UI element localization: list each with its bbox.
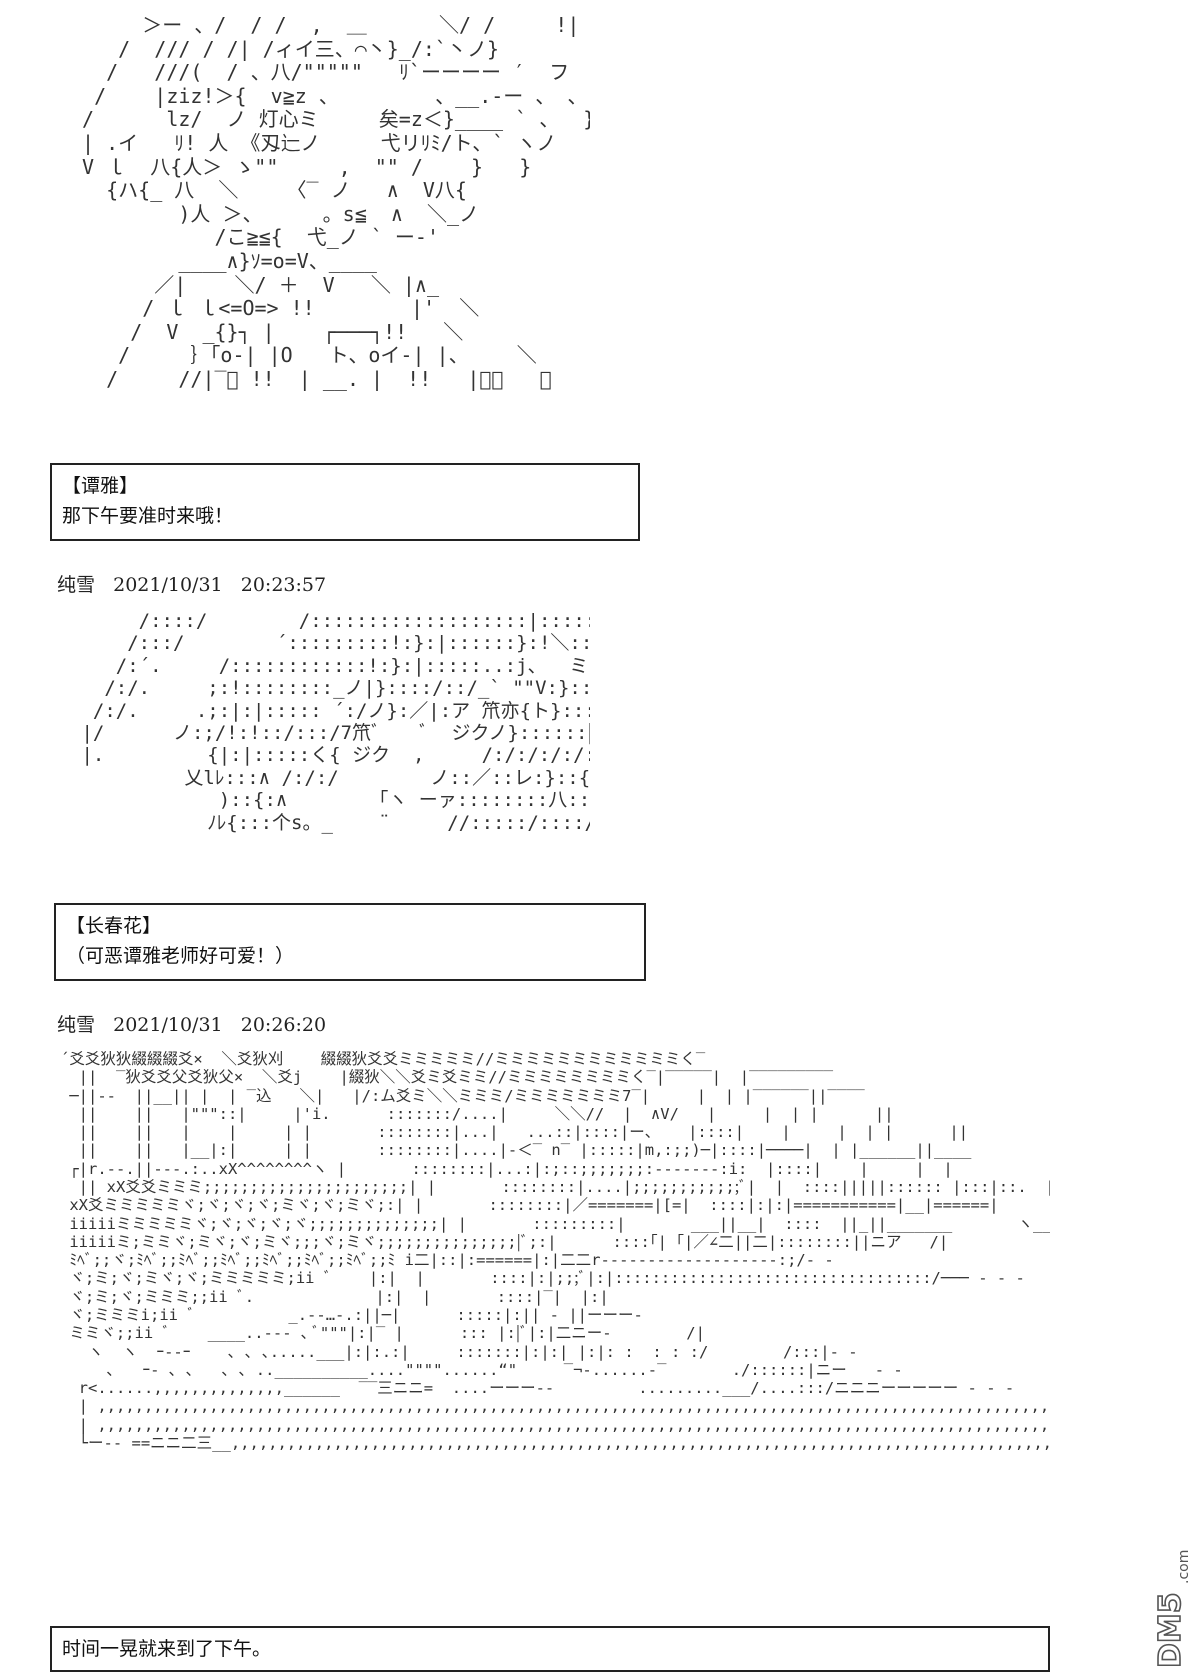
post-meta-1: 纯雪 2021/10/31 20:23:57 xyxy=(57,574,327,596)
dialogue-box-tanya: 【谭雅】 那下午要准时来哦！ xyxy=(50,463,640,541)
narration-line: 时间一晃就来到了下午。 xyxy=(62,1638,272,1660)
speaker-name: 【谭雅】 xyxy=(62,475,139,497)
watermark-text: DM5 xyxy=(1153,1592,1188,1668)
ascii-art-tanya: ＞ー 、/ / / , ＿ ＼/ / !| / /// / /| /ィイ三、⌒丶… xyxy=(82,14,590,391)
watermark-subtext: .com xyxy=(1176,1550,1192,1584)
speaker-name: 【长春花】 xyxy=(66,915,162,937)
post-meta-2: 纯雪 2021/10/31 20:26:20 xyxy=(57,1014,327,1036)
ascii-art-classroom: ´爻爻狄狄綴綴綴爻× ＼爻狄刈 綴綴狄爻爻ミミミミミ//ミミミミミミミミミミミミ… xyxy=(60,1050,1050,1452)
dialogue-line: 那下午要准时来哦！ xyxy=(62,505,234,527)
dm5-watermark-logo: DM5 .com xyxy=(1152,1550,1192,1669)
dialogue-box-periwinkle: 【长春花】 （可恶谭雅老师好可爱！） xyxy=(54,903,646,981)
dialogue-line: （可恶谭雅老师好可爱！） xyxy=(66,945,295,967)
ascii-art-periwinkle: /::::/ /:::::::::::::::::::|:::::::::::ヾ… xyxy=(81,610,590,834)
narration-box: 时间一晃就来到了下午。 xyxy=(50,1626,1050,1672)
